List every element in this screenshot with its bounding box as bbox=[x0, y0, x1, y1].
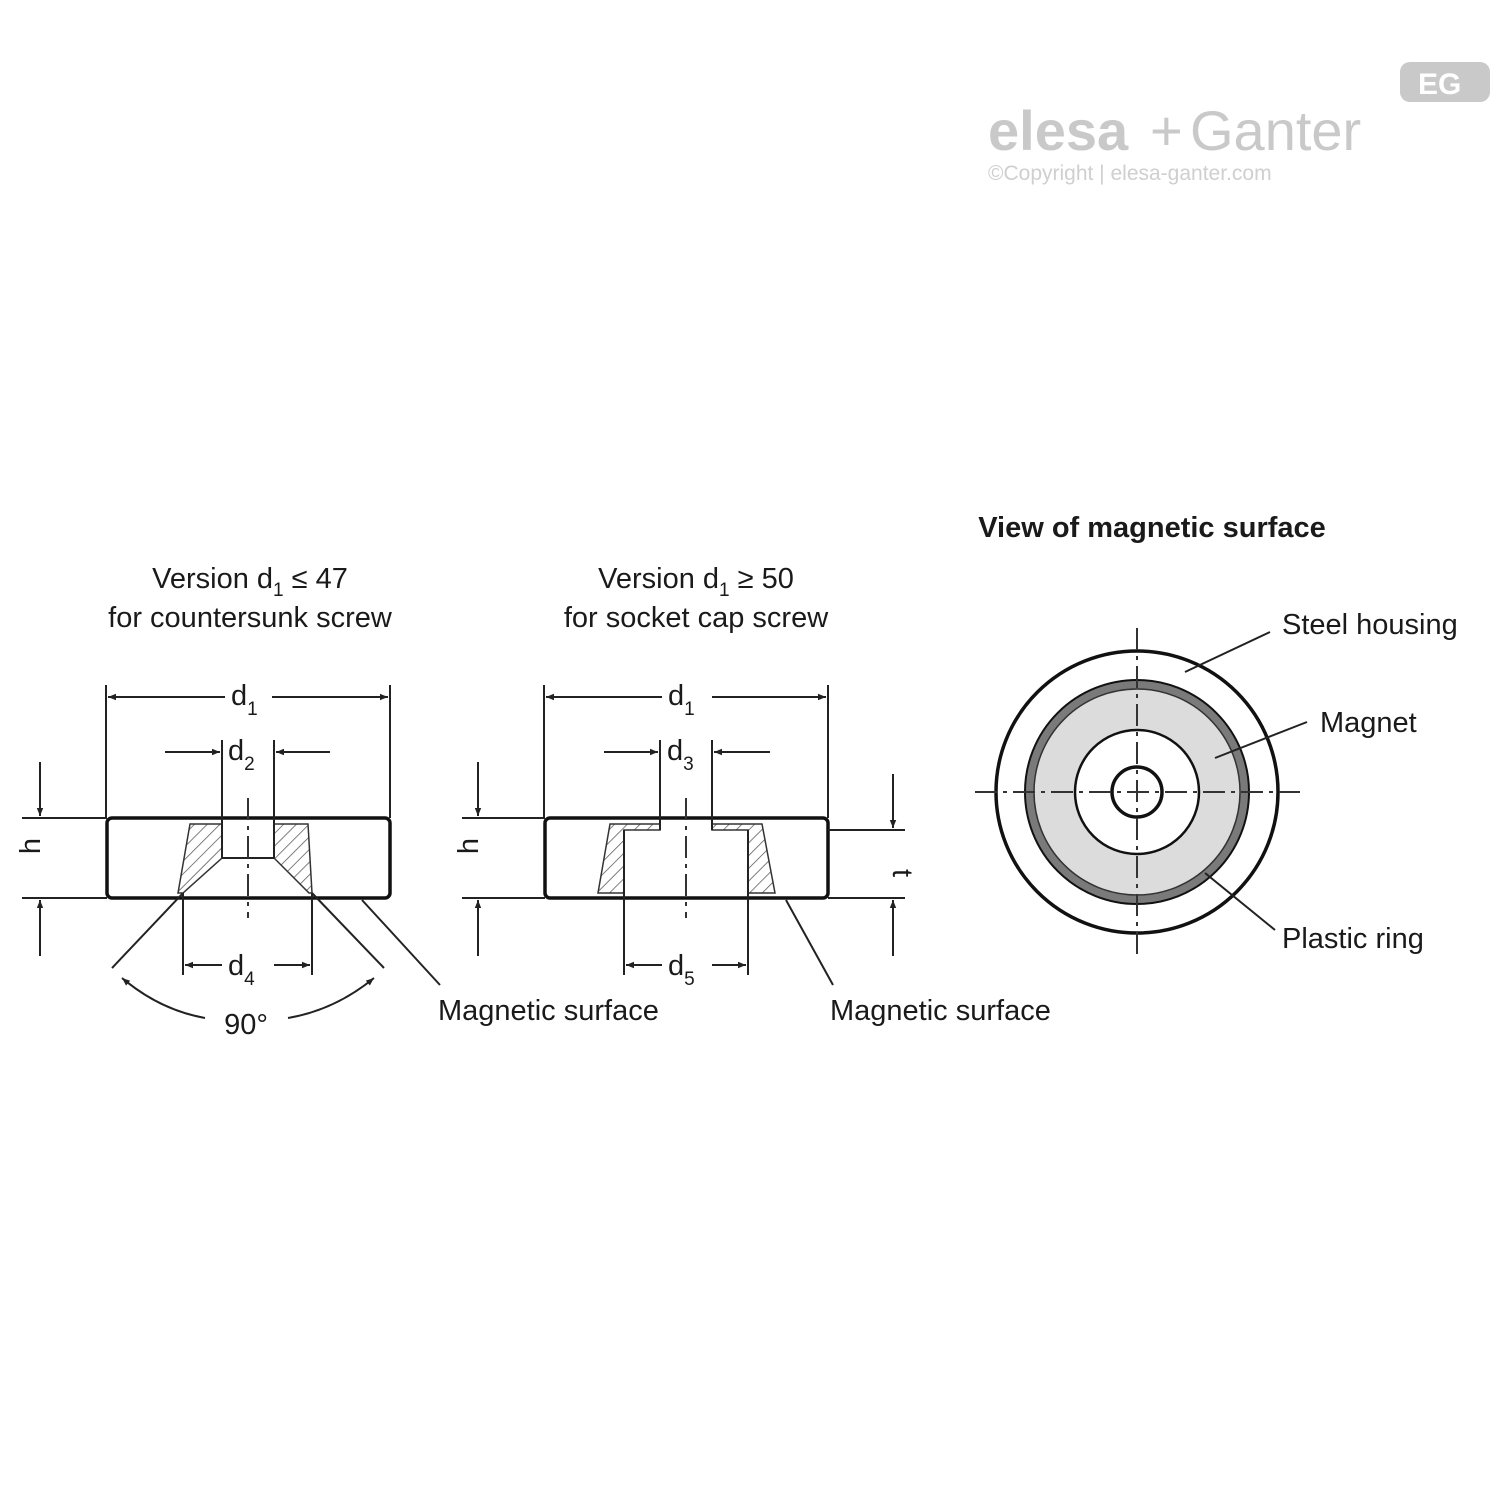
ring-leader bbox=[1204, 872, 1276, 931]
middle-view-title-line2: for socket cap screw bbox=[564, 602, 829, 634]
left-dim-d4: d4 bbox=[228, 950, 255, 990]
magnet-leader bbox=[1214, 721, 1308, 759]
left-view-title-line2: for countersunk screw bbox=[108, 602, 393, 634]
left-callout-leader bbox=[361, 899, 441, 986]
left-angle-label: 90° bbox=[224, 1009, 268, 1041]
left-hatch-wall-right bbox=[273, 823, 313, 894]
left-view-title-line1: Version d1 ≤ 47 bbox=[152, 563, 348, 601]
middle-callout-leader bbox=[785, 899, 834, 986]
left-dim-d2: d2 bbox=[228, 735, 255, 775]
callout-steel-housing: Steel housing bbox=[1282, 609, 1458, 641]
left-dim-h: h bbox=[15, 838, 47, 854]
logo-plus: + bbox=[1150, 99, 1183, 162]
left-section-view: Version d1 ≤ 47 for countersunk screw d1… bbox=[15, 563, 659, 1041]
middle-dim-d1: d1 bbox=[668, 680, 695, 720]
right-view-title: View of magnetic surface bbox=[978, 512, 1326, 544]
middle-hatch-wall-left bbox=[597, 823, 661, 894]
logo-badge: EG bbox=[1400, 62, 1490, 102]
left-dim-d1: d1 bbox=[231, 680, 258, 720]
middle-dim-d5: d5 bbox=[668, 950, 695, 990]
logo-brand-ganter: Ganter bbox=[1190, 99, 1361, 162]
logo-badge-text: EG bbox=[1418, 68, 1461, 101]
right-magnetic-surface-view: View of magnetic surface Steel housing M… bbox=[975, 512, 1458, 956]
left-angle-arc-right bbox=[287, 977, 375, 1019]
middle-dim-t: t bbox=[886, 869, 918, 877]
left-angle-arc-left bbox=[121, 977, 206, 1019]
left-callout-magnetic-surface: Magnetic surface bbox=[438, 995, 659, 1027]
middle-hatch-wall-right bbox=[711, 823, 776, 894]
middle-callout-magnetic-surface: Magnetic surface bbox=[830, 995, 1051, 1027]
middle-view-title-line1: Version d1 ≥ 50 bbox=[598, 563, 794, 601]
middle-dim-d3: d3 bbox=[667, 735, 694, 775]
left-hatch-wall-left bbox=[177, 823, 223, 894]
housing-leader bbox=[1184, 631, 1271, 673]
middle-dim-h: h bbox=[453, 838, 485, 854]
logo-brand-elesa: elesa bbox=[988, 99, 1129, 162]
callout-magnet: Magnet bbox=[1320, 707, 1417, 739]
brand-logo: elesa + Ganter EG ©Copyright | elesa-gan… bbox=[988, 62, 1490, 185]
logo-copyright: ©Copyright | elesa-ganter.com bbox=[988, 162, 1272, 185]
callout-plastic-ring: Plastic ring bbox=[1282, 923, 1424, 955]
middle-section-view: Version d1 ≥ 50 for socket cap screw d1 … bbox=[453, 563, 1051, 1027]
